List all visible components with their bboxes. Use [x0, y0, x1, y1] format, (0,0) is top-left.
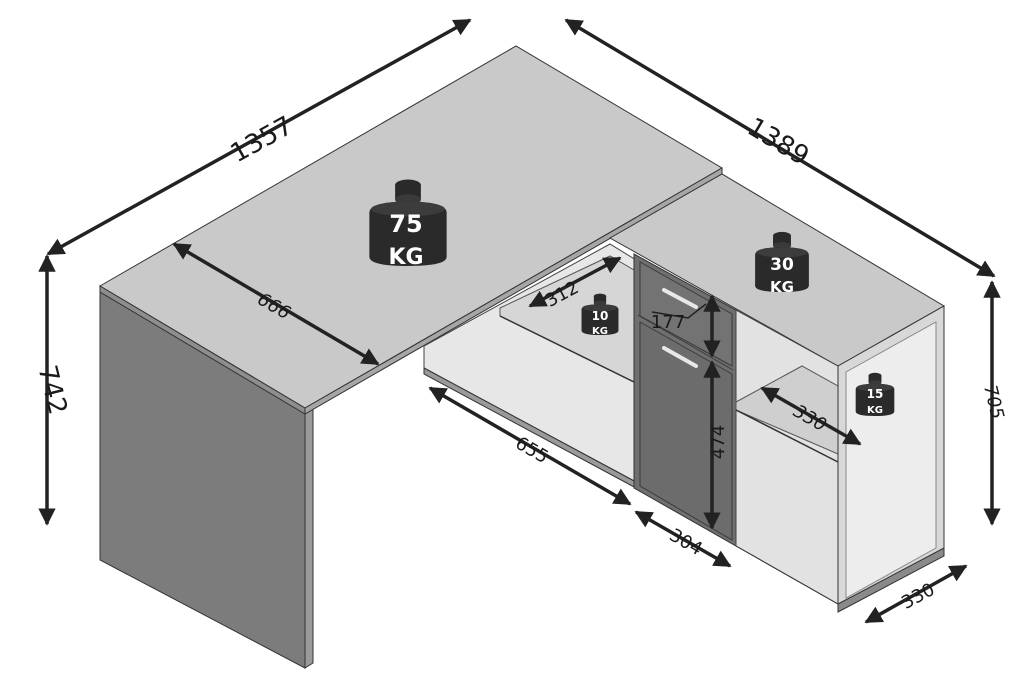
- dim-arrow-1389: [564, 18, 996, 278]
- label-1389: 1389: [742, 112, 814, 172]
- weight-value-10: 10: [592, 309, 609, 323]
- dim-arrow-330-depth: [864, 564, 968, 624]
- dim-arrow-1357: [46, 18, 472, 256]
- weight-icon-75: 75 KG: [369, 179, 447, 270]
- weight-icon-15: 15 KG: [855, 372, 895, 416]
- label-705: 705: [979, 383, 1008, 421]
- weight-unit-75: KG: [388, 245, 423, 270]
- weight-value-75: 75: [389, 210, 422, 238]
- dim-arrow-312: [528, 256, 622, 308]
- label-304: 304: [666, 525, 706, 560]
- label-742: 742: [31, 362, 72, 417]
- weight-icon-30: 30 KG: [755, 231, 809, 296]
- weight-unit-30: KG: [770, 278, 794, 296]
- dim-arrow-655: [428, 386, 632, 506]
- left-leg-panel: [99, 291, 314, 669]
- label-474: 474: [708, 425, 729, 459]
- weight-unit-10: KG: [592, 326, 608, 337]
- dim-arrow-330-shelf: [760, 386, 862, 446]
- label-177: 177: [651, 312, 685, 333]
- dim-arrow-666: [172, 242, 380, 366]
- weight-unit-15: KG: [867, 405, 883, 416]
- weight-value-15: 15: [867, 387, 884, 401]
- label-1357: 1357: [226, 111, 298, 169]
- weight-value-30: 30: [770, 255, 794, 275]
- dim-arrow-304: [634, 510, 732, 568]
- dimension-lines: [38, 18, 1001, 624]
- weight-icon-10: 10 KG: [581, 293, 619, 337]
